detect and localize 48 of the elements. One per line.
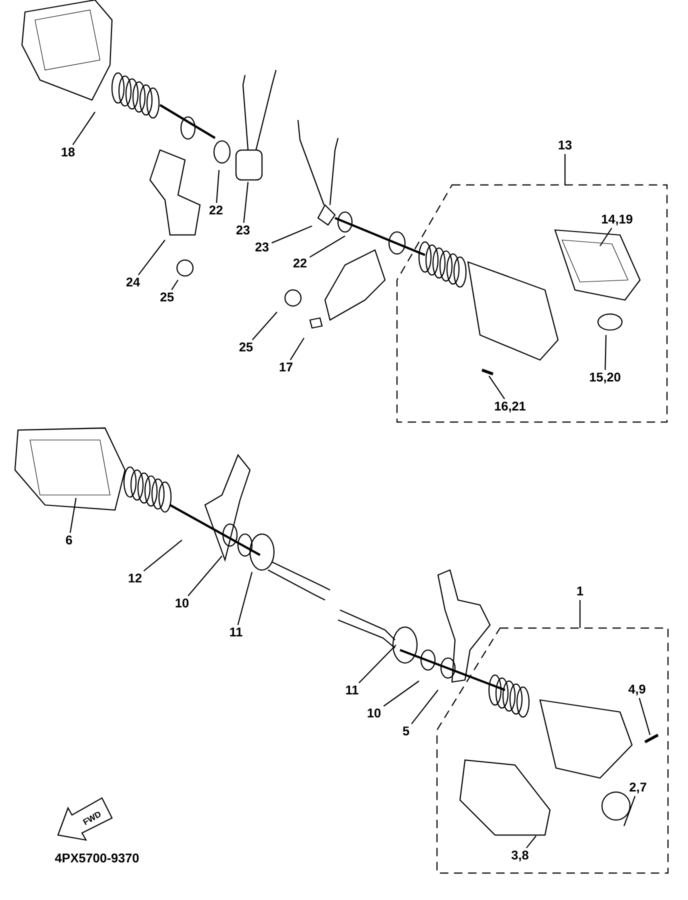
leader-line [138, 240, 166, 276]
leader-line [309, 236, 346, 258]
leader-line [243, 182, 249, 223]
leader-line [358, 644, 396, 684]
leader-line [70, 498, 77, 533]
callout-number: 11 [346, 686, 358, 694]
callout-number: 10 [176, 598, 189, 608]
part-code: 4PX5700-9370 [55, 854, 139, 862]
node-label: 1 [577, 586, 584, 596]
callout-number: 15,20 [590, 372, 620, 384]
callout-number: 12 [128, 574, 142, 582]
callout-number: 22 [209, 206, 223, 214]
leader-line [526, 836, 536, 848]
leader-line [272, 225, 312, 244]
callout-number: 3,8 [512, 850, 528, 862]
leader-line [237, 572, 253, 626]
leader-line [638, 698, 651, 736]
leader-line [600, 228, 612, 246]
callout-number: 6 [66, 536, 72, 544]
leader-line [383, 680, 420, 707]
callout-number: 23 [236, 226, 250, 234]
leader-line [252, 312, 278, 340]
leader-line [188, 556, 222, 596]
leader-line [488, 376, 506, 400]
node-label: 13 [558, 140, 572, 150]
callout-number: 17 [280, 362, 292, 372]
callout-number: 23 [255, 242, 269, 252]
leader-line [216, 170, 220, 203]
direction-label: FWD [82, 812, 100, 826]
callout-number: 2,7 [630, 782, 646, 794]
callout-number: 24 [126, 278, 140, 286]
callout-number: 10 [368, 708, 381, 718]
callout-number: 11 [230, 628, 242, 636]
callout-number: 4,9 [628, 684, 646, 696]
leader-line [604, 334, 607, 370]
leader-line [623, 796, 636, 826]
leader-line [411, 690, 438, 724]
callout-number: 16,21 [494, 402, 526, 412]
callout-number: 14,19 [602, 214, 632, 226]
callout-number: 22 [293, 258, 307, 268]
leader-line [290, 338, 304, 360]
leader-line [143, 540, 182, 572]
callout-number: 5 [402, 726, 410, 736]
callout-number: 25 [239, 342, 253, 352]
callout-number: 18 [62, 148, 75, 156]
leader-line [171, 280, 178, 290]
leader-line [72, 112, 96, 146]
callout-number: 25 [160, 292, 174, 302]
